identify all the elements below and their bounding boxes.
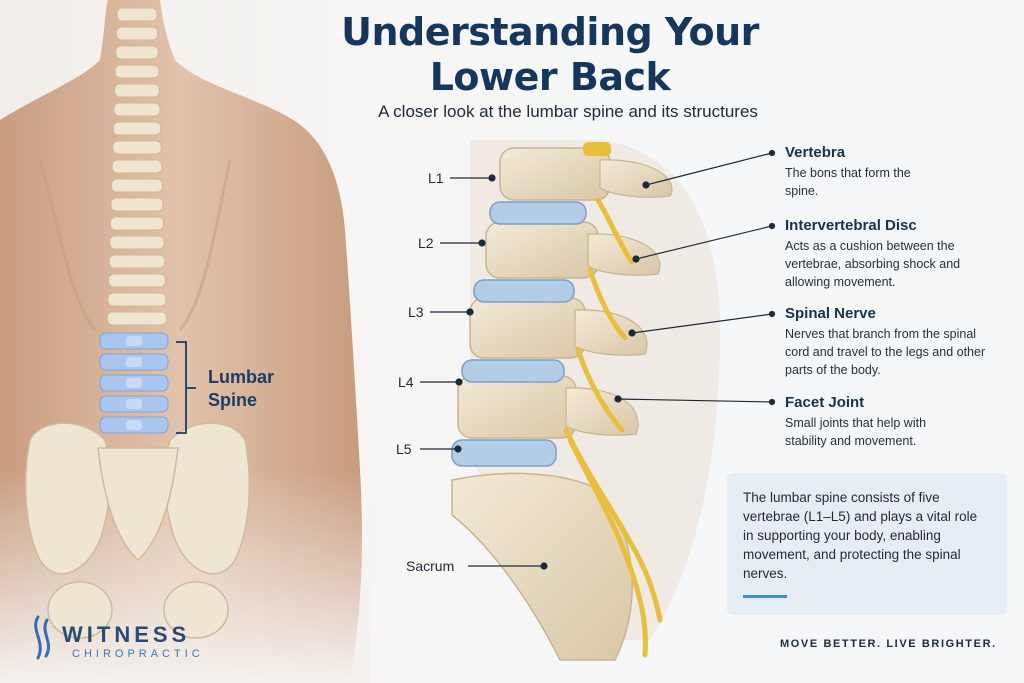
thoracic-vertebra bbox=[112, 121, 162, 136]
level-label-l2: L2 bbox=[418, 235, 434, 251]
thoracic-vertebra bbox=[115, 45, 159, 60]
level-label-sacrum: Sacrum bbox=[406, 558, 455, 574]
intervertebral-disc bbox=[461, 359, 565, 383]
callout-title: Spinal Nerve bbox=[785, 305, 876, 322]
tagline: MOVE BETTER. LIVE BRIGHTER. bbox=[780, 638, 997, 650]
thoracic-vertebra bbox=[108, 254, 166, 269]
thoracic-vertebra bbox=[112, 140, 162, 155]
summary-text: The lumbar spine consists of five verteb… bbox=[743, 490, 978, 581]
pelvis-illustration bbox=[24, 422, 251, 639]
callout-desc: The bons that form the spine. bbox=[785, 166, 911, 198]
level-pointer-lines bbox=[420, 174, 548, 570]
intervertebral-disc bbox=[473, 279, 575, 303]
callout-intervertebral-disc: Intervertebral Disc Acts as a cushion be… bbox=[785, 217, 985, 291]
callout-desc: Acts as a cushion between the vertebrae,… bbox=[785, 239, 961, 289]
thoracic-vertebra bbox=[109, 216, 165, 231]
page-title: Understanding Your Lower Back bbox=[341, 10, 759, 99]
thoracic-vertebra bbox=[116, 7, 158, 22]
thoracic-vertebra bbox=[114, 83, 160, 98]
vertebral-body bbox=[469, 297, 586, 359]
thoracic-vertebra bbox=[111, 159, 163, 174]
callout-desc: Small joints that help with stability an… bbox=[785, 416, 927, 448]
level-label-l4: L4 bbox=[398, 374, 414, 390]
brand-subtitle: CHIROPRACTIC bbox=[72, 648, 204, 660]
callout-vertebra: Vertebra The bons that form the spine. bbox=[785, 144, 915, 200]
summary-box: The lumbar spine consists of five verteb… bbox=[727, 473, 1007, 615]
callout-spinal-nerve: Spinal Nerve Nerves that branch from the… bbox=[785, 305, 997, 379]
brand-name: WITNESS bbox=[62, 622, 191, 647]
callout-facet-joint: Facet Joint Small joints that help with … bbox=[785, 394, 960, 450]
lumbar-vertebrae-highlight bbox=[99, 332, 169, 434]
callout-pointer-lines bbox=[614, 149, 776, 406]
lumbar-spine-label: Lumbar Spine bbox=[208, 367, 275, 410]
level-label-l1: L1 bbox=[428, 170, 444, 186]
intervertebral-disc bbox=[489, 201, 587, 225]
page-subtitle: A closer look at the lumbar spine and it… bbox=[378, 102, 758, 121]
witness-logo-icon bbox=[34, 615, 51, 660]
summary-accent-rule bbox=[743, 595, 787, 598]
thoracic-vertebra bbox=[108, 273, 166, 288]
callout-title: Intervertebral Disc bbox=[785, 217, 917, 234]
thoracic-vertebra bbox=[107, 292, 167, 307]
callout-title: Facet Joint bbox=[785, 394, 865, 411]
intervertebral-disc bbox=[451, 439, 557, 467]
spine-column bbox=[106, 7, 168, 326]
thoracic-vertebra bbox=[113, 102, 161, 117]
thoracic-vertebra bbox=[106, 311, 168, 326]
lumbar-bracket bbox=[176, 341, 196, 434]
thoracic-vertebra bbox=[109, 235, 165, 250]
thoracic-vertebra bbox=[111, 178, 163, 193]
callout-title: Vertebra bbox=[785, 144, 846, 161]
vertebral-body bbox=[457, 375, 577, 439]
vertebral-body bbox=[485, 221, 599, 279]
thoracic-vertebra bbox=[115, 26, 159, 41]
callout-desc: Nerves that branch from the spinal cord … bbox=[785, 327, 986, 377]
level-label-l5: L5 bbox=[396, 441, 412, 457]
thoracic-vertebra bbox=[114, 64, 160, 79]
level-label-l3: L3 bbox=[408, 304, 424, 320]
thoracic-vertebra bbox=[110, 197, 164, 212]
